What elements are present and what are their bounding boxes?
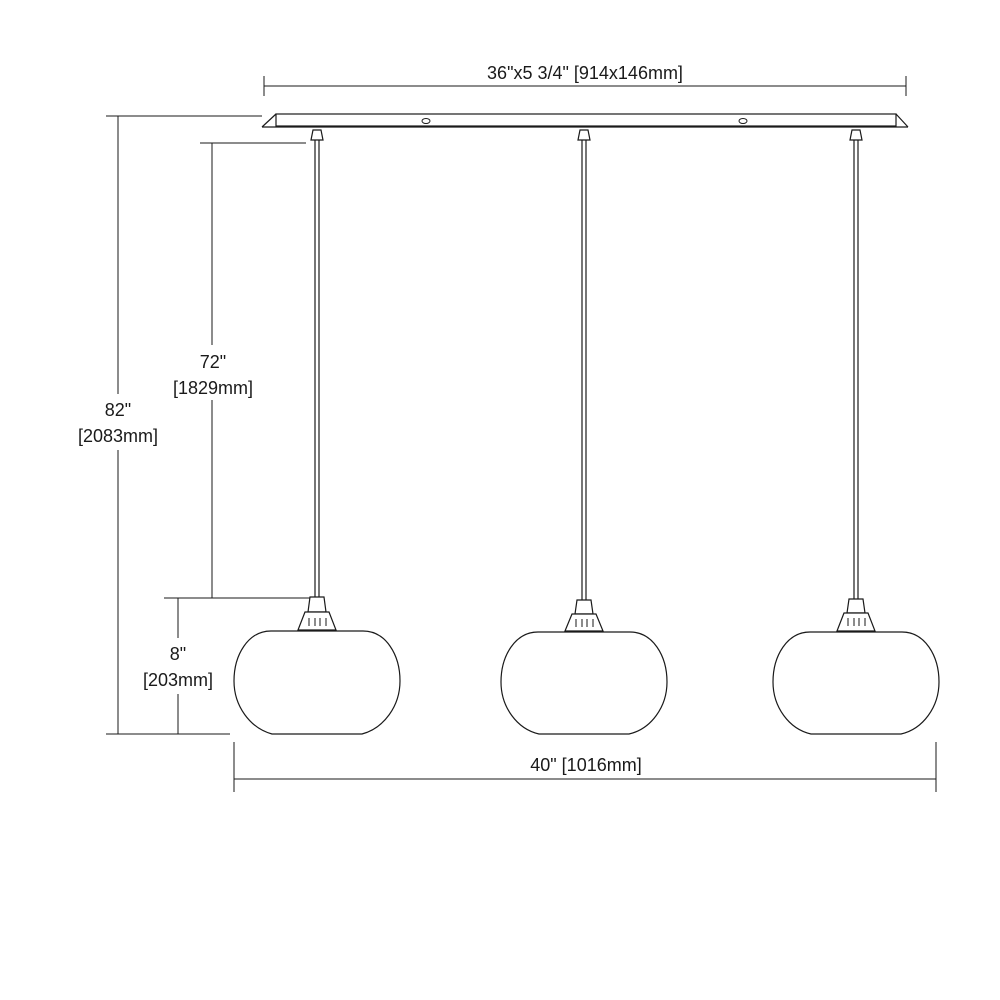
shade-height-inches: 8" xyxy=(170,644,186,664)
pendant-left xyxy=(233,129,401,735)
pendant-center xyxy=(500,129,668,735)
overall-height-inches: 82" xyxy=(105,400,131,420)
canopy-width-dimension: 36"x5 3/4" [914x146mm] xyxy=(263,63,907,96)
overall-width-dimension: 40" [1016mm] xyxy=(233,742,937,792)
canopy-plate xyxy=(261,113,909,128)
shade-height-dimension: 8" [203mm] xyxy=(143,597,310,734)
cord-length-mm: [1829mm] xyxy=(173,378,253,398)
overall-width-label: 40" [1016mm] xyxy=(530,755,641,775)
cord-length-inches: 72" xyxy=(200,352,226,372)
overall-height-dimension: 82" [2083mm] xyxy=(78,115,262,735)
pendant-right xyxy=(772,129,940,735)
overall-height-mm: [2083mm] xyxy=(78,426,158,446)
shade-height-mm: [203mm] xyxy=(143,670,213,690)
cord-length-dimension: 72" [1829mm] xyxy=(173,142,306,598)
canopy-width-label: 36"x5 3/4" [914x146mm] xyxy=(487,63,683,83)
